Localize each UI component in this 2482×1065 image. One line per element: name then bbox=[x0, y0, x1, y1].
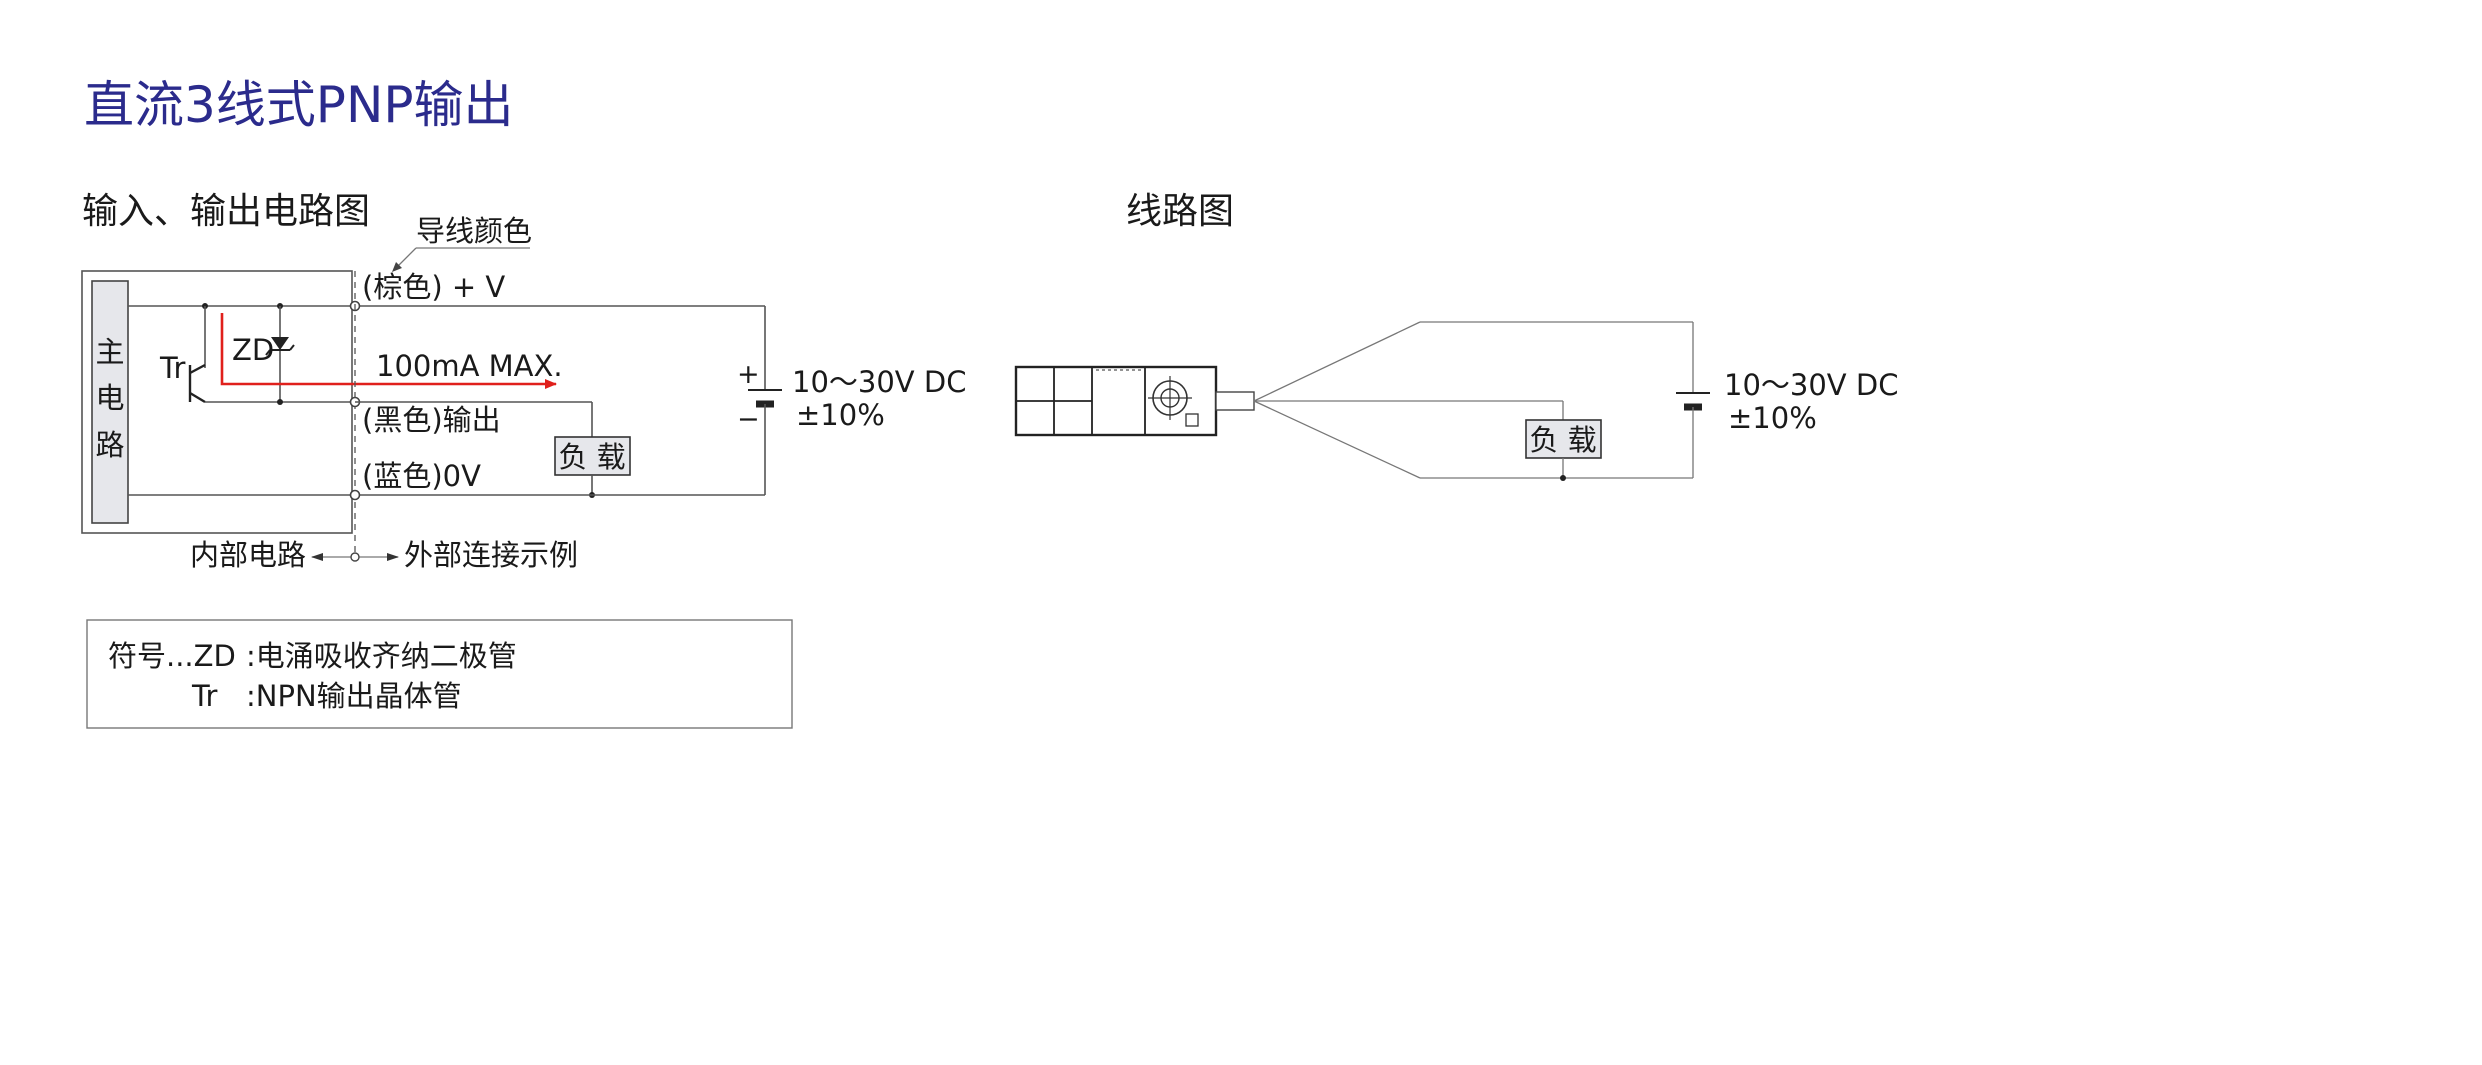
battery-minus-sign: − bbox=[737, 404, 760, 435]
zener-bar bbox=[265, 344, 295, 356]
terminal-brown-label: (棕色) + V bbox=[362, 270, 505, 304]
page-title: 直流3线式PNP输出 bbox=[84, 76, 514, 134]
wire-blue bbox=[1253, 400, 1421, 479]
zener-label: ZD bbox=[232, 333, 274, 367]
junction-dot bbox=[277, 399, 283, 405]
boundary-point bbox=[350, 552, 360, 562]
sensor-cable bbox=[1215, 391, 1255, 411]
supply-tolerance: ±10% bbox=[796, 398, 885, 432]
wiring-supply-voltage: 10～30V DC bbox=[1724, 368, 1898, 402]
legend-tr-symbol: Tr bbox=[191, 679, 217, 713]
io-circuit-heading: 输入、输出电路图 bbox=[82, 191, 370, 232]
transistor-collector bbox=[189, 363, 206, 375]
supply-voltage: 10～30V DC bbox=[792, 365, 966, 399]
legend-box bbox=[86, 619, 793, 729]
load-label: 负 载 bbox=[558, 440, 625, 474]
wiring-load-box bbox=[1525, 419, 1602, 459]
internal-circuit-label: 内部电路 bbox=[190, 538, 306, 572]
sensor-led-square bbox=[1185, 413, 1199, 427]
main-circuit-char-1: 主 bbox=[95, 335, 124, 369]
terminal-blue-label: (蓝色)0V bbox=[362, 459, 481, 493]
caption-leader bbox=[395, 247, 417, 269]
current-flow-arrow bbox=[220, 313, 557, 389]
legend-zd-symbol: 符号...ZD bbox=[108, 639, 236, 673]
symbol-legend: 符号...ZD :电涌吸收齐纳二极管 Tr :NPN输出晶体管 bbox=[86, 619, 793, 729]
legend-tr-description: :NPN输出晶体管 bbox=[246, 679, 462, 713]
wiring-heading: 线路图 bbox=[1126, 191, 1234, 232]
wire-color-caption: 导线颜色 bbox=[416, 214, 532, 248]
legend-zd-description: :电涌吸收齐纳二极管 bbox=[246, 639, 517, 673]
battery-plus-sign: + bbox=[737, 359, 760, 390]
external-connection-label: 外部连接示例 bbox=[404, 538, 578, 572]
main-circuit-char-3: 路 bbox=[95, 428, 124, 462]
terminal-black-label: (黑色)输出 bbox=[362, 403, 501, 437]
junction-dot bbox=[1560, 475, 1566, 481]
zener-diode-icon bbox=[271, 337, 289, 350]
io-circuit-diagram: 输入、输出电路图 导线颜色 主 电 路 Tr ZD 100mA bbox=[81, 191, 966, 572]
wire-brown bbox=[1253, 321, 1421, 402]
transistor-emitter bbox=[189, 391, 206, 404]
main-circuit-char-2: 电 bbox=[95, 381, 124, 415]
wiring-load-label: 负 载 bbox=[1529, 423, 1596, 457]
caption-leader-arrow bbox=[392, 262, 402, 272]
main-circuit-block bbox=[91, 280, 129, 524]
current-label: 100mA MAX. bbox=[376, 349, 563, 383]
transistor-label: Tr bbox=[159, 351, 185, 385]
terminal-zero-v bbox=[349, 489, 361, 501]
wiring-supply-tolerance: ±10% bbox=[1728, 401, 1817, 435]
load-box bbox=[554, 436, 631, 476]
wiring-diagram: 线路图 负 载 10～30V DC ±10% bbox=[1014, 191, 1898, 481]
